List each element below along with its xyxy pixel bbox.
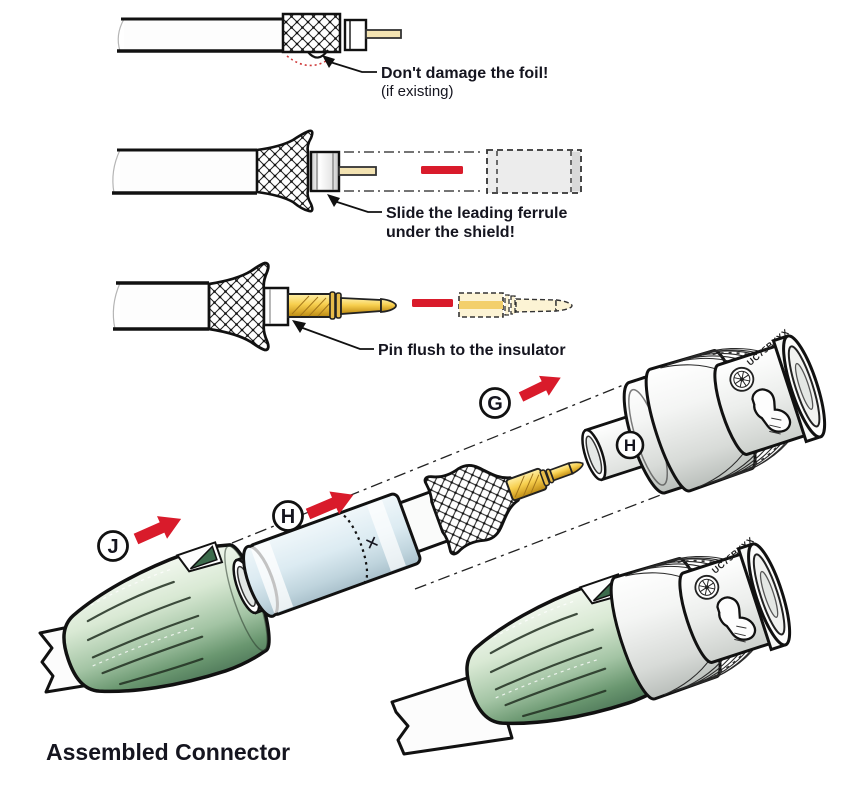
ferrule-under-shield: [309, 150, 341, 193]
phantom-line-upper: [231, 366, 669, 544]
direction-arrow-g-icon: [516, 367, 566, 407]
ghost-ferrule: [486, 149, 582, 194]
red-gap-mark: [421, 166, 463, 174]
step-ferrule-figure: Slide the leading ferrule under the shie…: [112, 129, 582, 241]
annotation-ferrule-line2: under the shield!: [386, 224, 515, 241]
cable-subassembly: ✕: [232, 461, 584, 618]
step-label-h: H: [281, 506, 295, 528]
cable-end: [112, 149, 121, 194]
step-label-g: G: [487, 393, 503, 415]
step-label-h-socket: H: [624, 436, 636, 455]
leader-arrowhead-icon: [327, 194, 340, 207]
annotation-ferrule-line1: Slide the leading ferrule: [386, 205, 567, 222]
contact-pin: [287, 291, 397, 320]
insulator: [262, 286, 290, 327]
cable-end: [117, 18, 125, 52]
step-markers: G H J H: [97, 367, 645, 562]
annotation-pin-line1: Pin flush to the insulator: [378, 342, 566, 359]
center-conductor: [338, 166, 377, 176]
shrink-position-line: [337, 512, 369, 585]
label-circle-h: [272, 500, 304, 532]
cable-jacket: [124, 19, 283, 51]
label-circle-g: [479, 387, 511, 419]
shrink-sleeve: ✕: [242, 492, 422, 618]
step-foil-figure: Don't damage the foil! (if existing): [117, 12, 548, 100]
label-circle-h-socket: [615, 430, 645, 460]
cable-jacket: [120, 150, 257, 193]
center-conductor: [365, 29, 402, 39]
braid-flare: [255, 129, 314, 213]
step-label-j: J: [107, 536, 118, 558]
foil-curl: [307, 49, 329, 59]
label-circle-j: [97, 530, 129, 562]
caption: Assembled Connector: [46, 739, 290, 765]
step-pin-figure: Pin flush to the insulator: [112, 261, 573, 359]
braid-shield: [281, 12, 342, 54]
leader-arrowhead-icon: [292, 320, 306, 333]
braid-flare: [207, 261, 270, 352]
red-gap-mark: [412, 299, 453, 307]
shrink-position-mark: ✕: [362, 532, 382, 556]
foil-dielectric: [343, 18, 368, 52]
leader-arrowhead-icon: [322, 55, 335, 68]
annotation-foil-subtitle: (if existing): [381, 83, 454, 100]
cable-jacket: [120, 283, 209, 329]
direction-arrow-j-icon: [130, 507, 187, 551]
leader-line: [299, 326, 374, 350]
contact-pin: [505, 461, 584, 502]
braid-flare: [423, 464, 521, 556]
phantom-line-lower: [414, 472, 719, 590]
ghost-pin: [458, 292, 573, 318]
leader-line: [333, 200, 382, 213]
annotation-foil-title: Don't damage the foil!: [381, 65, 548, 82]
leader-line: [329, 61, 377, 73]
cable-end: [112, 282, 121, 330]
assembled-connector: [390, 528, 803, 756]
rear-sleeve-bore: [585, 435, 603, 475]
